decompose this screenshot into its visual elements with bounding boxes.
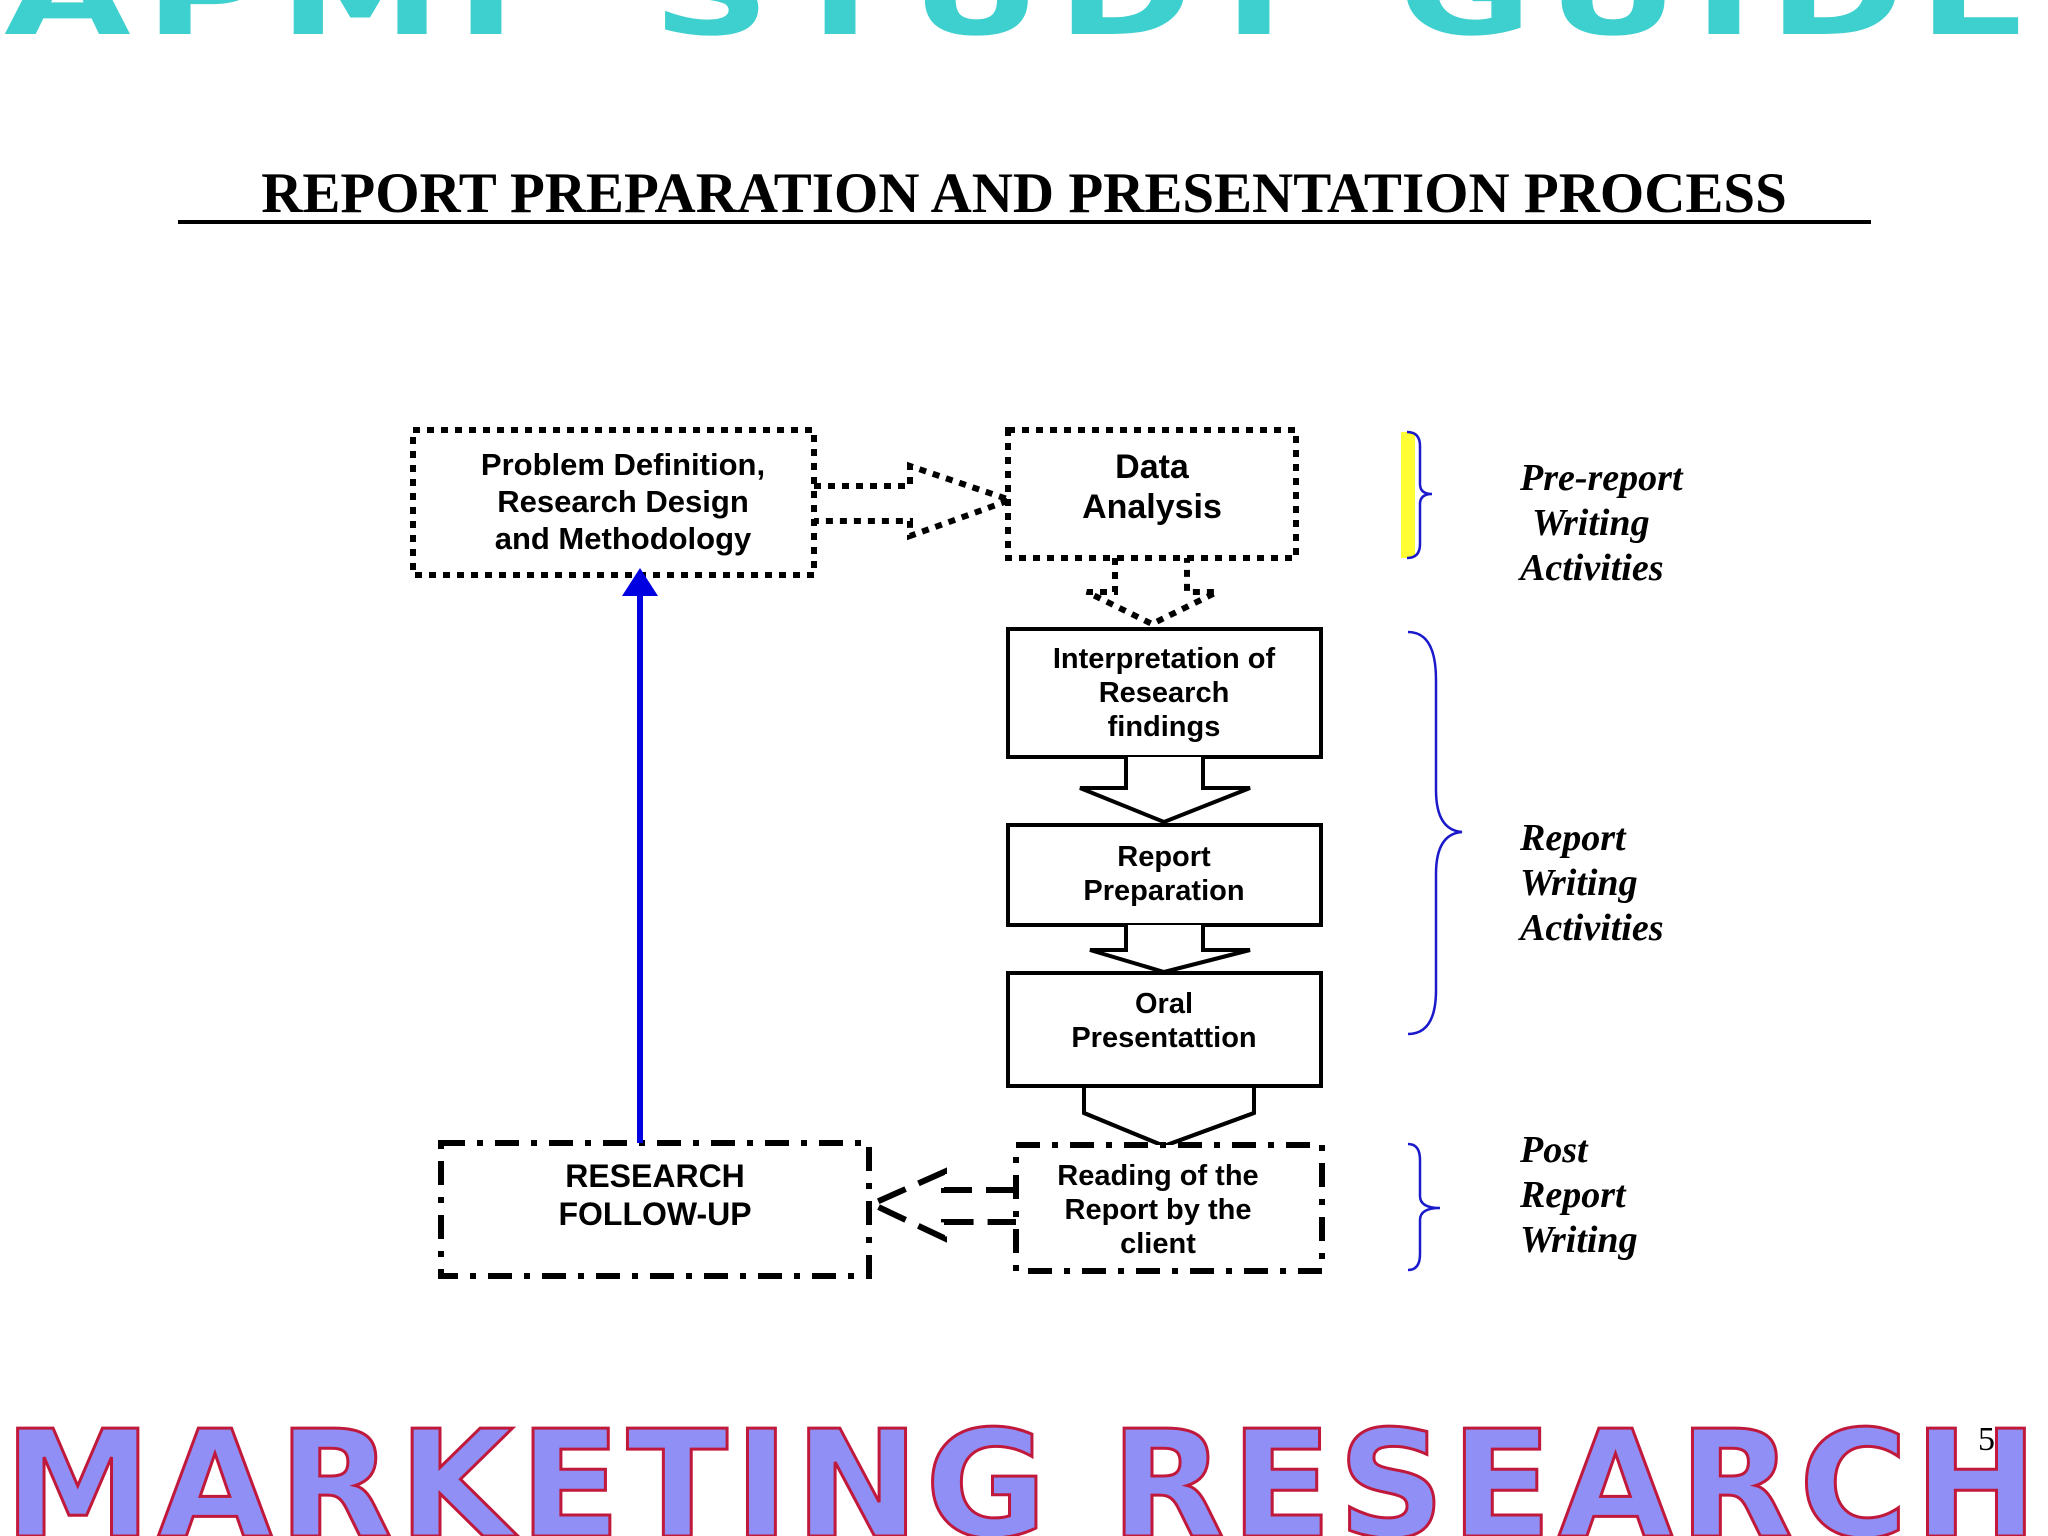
box-problem-definition: Problem Definition, Research Design and …	[410, 427, 817, 578]
box-line: Presentattion	[1071, 1022, 1256, 1054]
box-data-analysis: Data Analysis	[1005, 427, 1299, 561]
box-line: Analysis	[1082, 488, 1222, 526]
feedback-arrow-head	[622, 568, 658, 596]
footer-banner: MARKETING RESEARCH	[4, 1399, 2044, 1536]
slide-title: REPORT PREPARATION AND PRESENTATION PROC…	[261, 162, 1787, 225]
phase-line: Writing	[1520, 1219, 1638, 1261]
arrow-to-reading-report	[1082, 1086, 1256, 1149]
box-line: Problem Definition,	[481, 447, 765, 482]
box-line: Research Design	[497, 484, 749, 519]
box-line: Report	[1117, 841, 1211, 873]
header-banner: APMF STUDY GUIDE	[4, 0, 2044, 62]
arrow-to-report-preparation	[1079, 757, 1251, 825]
arrow-to-interpretation	[1085, 558, 1219, 628]
box-line: Interpretation of	[1053, 643, 1276, 675]
phase-line: Pre-report	[1519, 457, 1684, 499]
phase-pre-report: Pre-report Writing Activities	[1518, 457, 1684, 589]
page-number: 5	[1978, 1421, 1995, 1458]
box-line: client	[1120, 1228, 1196, 1260]
arrow-to-data-analysis	[814, 461, 1020, 541]
box-reading-report: Reading of the Report by the client	[1013, 1142, 1325, 1274]
phase-line: Activities	[1518, 547, 1664, 589]
box-line: Preparation	[1083, 875, 1244, 907]
arrow-to-oral-presentation	[1089, 925, 1251, 975]
box-interpretation: Interpretation of Research findings	[1006, 627, 1323, 759]
box-line: Reading of the	[1057, 1160, 1258, 1192]
box-oral-presentation: Oral Presentattion	[1006, 971, 1323, 1088]
phase-line: Writing	[1532, 502, 1650, 544]
report-writing-brace	[1407, 630, 1463, 1036]
box-research-follow-up: RESEARCH FOLLOW-UP	[438, 1140, 872, 1279]
phase-line: Writing	[1520, 862, 1638, 904]
box-line: RESEARCH	[565, 1158, 745, 1194]
phase-line: Report	[1519, 1174, 1627, 1216]
arrow-head	[1083, 1111, 1255, 1149]
post-report-brace	[1407, 1142, 1441, 1272]
box-line: Report by the	[1065, 1194, 1252, 1226]
phase-post-report: Post Report Writing	[1519, 1129, 1638, 1261]
box-line: Data	[1115, 448, 1190, 486]
box-line: findings	[1108, 711, 1221, 743]
pre-report-brace	[1406, 430, 1433, 560]
phase-line: Report	[1519, 817, 1627, 859]
phase-line: Activities	[1518, 907, 1664, 949]
box-line: Oral	[1135, 988, 1193, 1020]
phase-line: Post	[1519, 1129, 1589, 1171]
box-report-preparation: Report Preparation	[1006, 823, 1323, 927]
phase-report-writing: Report Writing Activities	[1518, 817, 1664, 949]
box-line: and Methodology	[495, 521, 752, 556]
box-line: Research	[1099, 677, 1230, 709]
arrow-to-follow-up	[864, 1167, 1016, 1243]
box-line: FOLLOW-UP	[558, 1196, 751, 1232]
